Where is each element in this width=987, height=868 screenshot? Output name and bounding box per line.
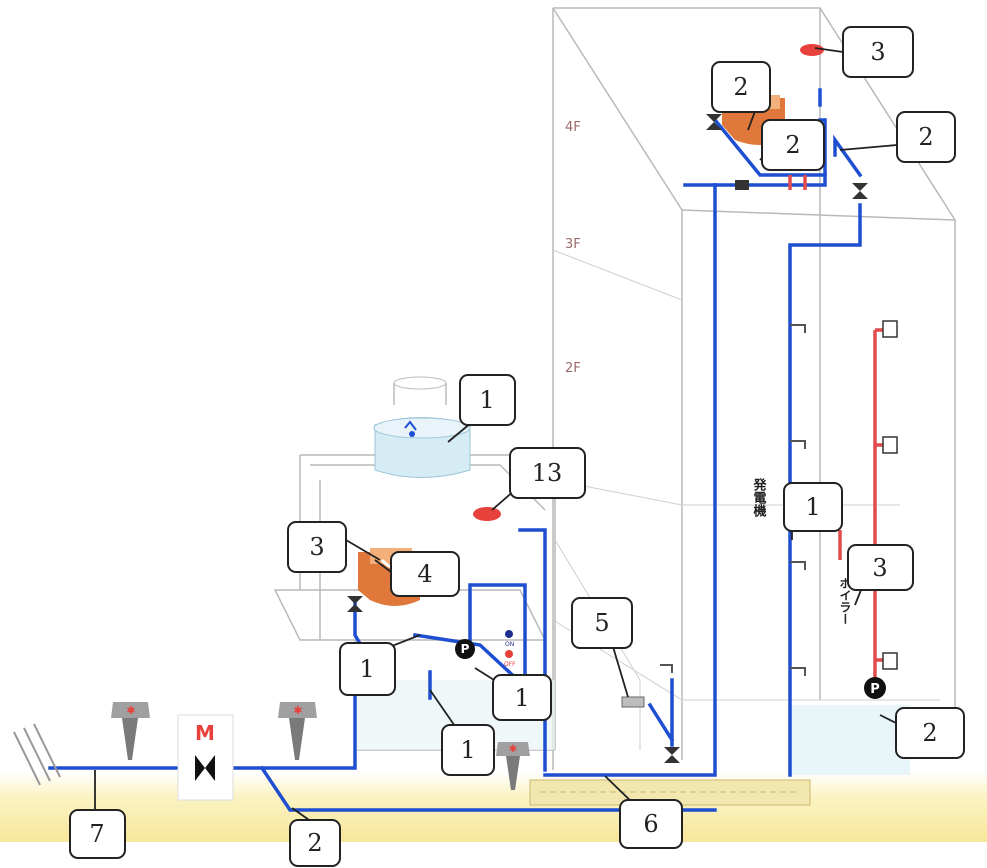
- svg-text:2: 2: [785, 131, 800, 159]
- callout-c1-tank: 1: [459, 374, 516, 426]
- fence-lines: [13, 723, 61, 786]
- svg-text:2: 2: [307, 829, 322, 857]
- boiler-label: ボイラー: [838, 577, 852, 625]
- svg-text:3: 3: [309, 533, 324, 561]
- svg-text:3: 3: [872, 554, 887, 582]
- svg-text:1: 1: [359, 655, 374, 683]
- radiator-icon-3: [882, 652, 898, 670]
- off-indicator: [505, 650, 513, 658]
- floor-label-2f: 2F: [565, 361, 581, 376]
- roof-water-tank: [373, 376, 471, 478]
- callout-c1-gen: 1: [783, 482, 843, 532]
- svg-text:5: 5: [594, 609, 609, 637]
- hydrant-1: ✱: [111, 702, 150, 760]
- building-base-tank: [790, 705, 910, 775]
- svg-text:1: 1: [514, 684, 529, 712]
- svg-text:7: 7: [89, 820, 104, 848]
- small-device: [621, 696, 645, 708]
- on-indicator: [505, 630, 513, 638]
- faucets: [660, 324, 806, 676]
- leak-marker-13: [473, 507, 501, 521]
- svg-text:4: 4: [417, 560, 432, 588]
- callout-c2-right: 2: [895, 707, 965, 759]
- off-label: OFF: [504, 661, 516, 668]
- callout-c2-b: 2: [761, 119, 825, 171]
- pump-lower: P: [455, 639, 475, 659]
- callout-c6: 6: [619, 799, 683, 849]
- svg-text:✱: ✱: [293, 704, 302, 717]
- leak-marker-top: [800, 44, 824, 56]
- floor-label-4f: 4F: [565, 120, 581, 135]
- callout-c2-bottom: 2: [289, 819, 341, 867]
- callout-c13: 13: [509, 447, 586, 499]
- callout-c1-valve: 1: [492, 674, 552, 721]
- water-meter: M: [177, 714, 234, 801]
- callout-c1-low: 1: [441, 724, 495, 776]
- callout-c4: 4: [390, 551, 460, 597]
- on-label: ON: [505, 641, 514, 648]
- svg-text:13: 13: [532, 459, 563, 487]
- callout-c2-a: 2: [711, 61, 771, 113]
- callout-c3-boiler: 3: [847, 544, 914, 591]
- hydrant-3: ✱: [496, 742, 530, 790]
- radiator-icon-1: [882, 320, 898, 338]
- svg-text:2: 2: [922, 719, 937, 747]
- svg-text:P: P: [870, 682, 880, 697]
- svg-text:2: 2: [733, 73, 748, 101]
- svg-text:P: P: [461, 642, 470, 656]
- generator-label: 発電機: [751, 477, 768, 518]
- svg-text:M: M: [195, 721, 215, 745]
- callout-c2-c: 2: [896, 111, 956, 163]
- svg-text:✱: ✱: [509, 744, 517, 755]
- hydrant-2: ✱: [278, 702, 317, 760]
- svg-text:✱: ✱: [126, 704, 135, 717]
- ground-strip: [0, 772, 987, 842]
- radiator-icon-2: [882, 436, 898, 454]
- pump-boiler: P: [864, 677, 886, 699]
- callout-c7: 7: [69, 809, 126, 859]
- floor-label-3f: 3F: [565, 237, 581, 252]
- svg-text:2: 2: [918, 123, 933, 151]
- svg-text:1: 1: [460, 736, 475, 764]
- svg-text:1: 1: [479, 386, 494, 414]
- valves: [347, 114, 868, 763]
- callout-c5: 5: [571, 597, 633, 649]
- svg-text:6: 6: [643, 810, 658, 838]
- callout-c1-p: 1: [339, 642, 396, 696]
- svg-text:1: 1: [805, 493, 820, 521]
- callout-c3-left: 3: [287, 521, 347, 573]
- callout-c3-top: 3: [842, 26, 914, 78]
- svg-text:3: 3: [870, 38, 885, 66]
